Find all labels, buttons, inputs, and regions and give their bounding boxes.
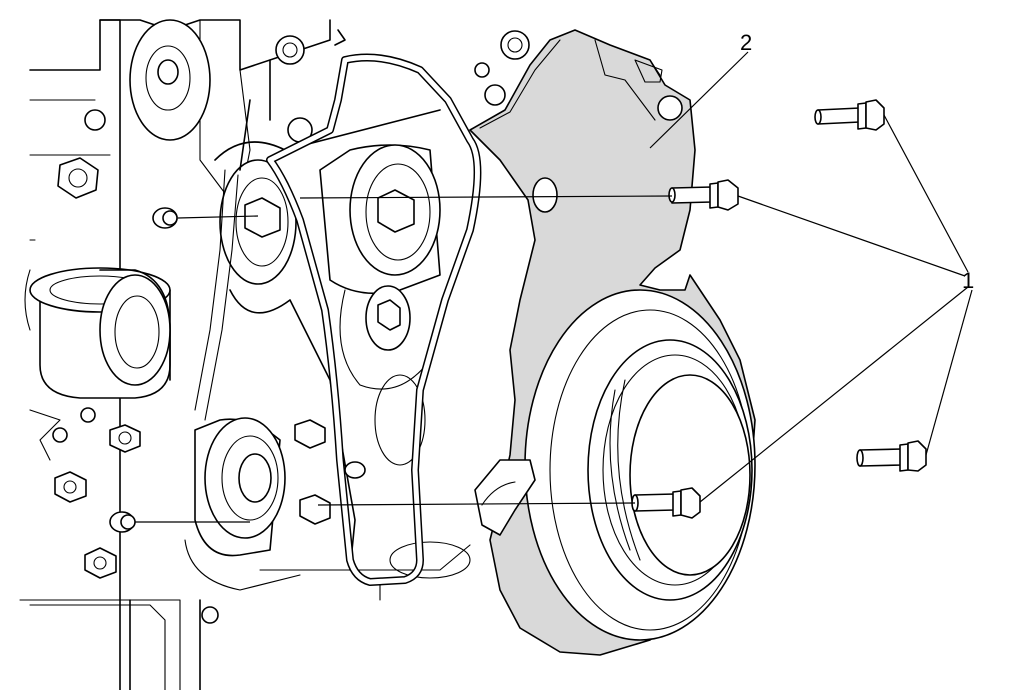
drive-pulley-left [219,159,297,285]
bolt-bottom-right [856,440,927,472]
alignment-lines [135,195,673,523]
front-cover [469,29,756,656]
leader-lines [649,51,973,503]
crankshaft-seal [524,289,756,641]
dowel-pins [109,207,178,533]
bolt-top-right [814,99,885,131]
bolt-upper-cover [668,179,739,211]
tensioner-pulley [319,144,441,295]
bolt-lower-cover [631,487,701,519]
block-bolt-left [57,157,99,199]
callout-front-cover: 2 [740,30,752,55]
lower-idler-pulley [194,417,286,557]
upper-pulley [129,19,211,141]
front-cover-gasket [266,53,482,586]
left-cylinder-pulley [29,267,171,399]
pump-hub [339,285,471,579]
engine-block [19,19,530,690]
callout-bolts: 1 [962,268,974,293]
lower-left-bolts [52,407,331,624]
